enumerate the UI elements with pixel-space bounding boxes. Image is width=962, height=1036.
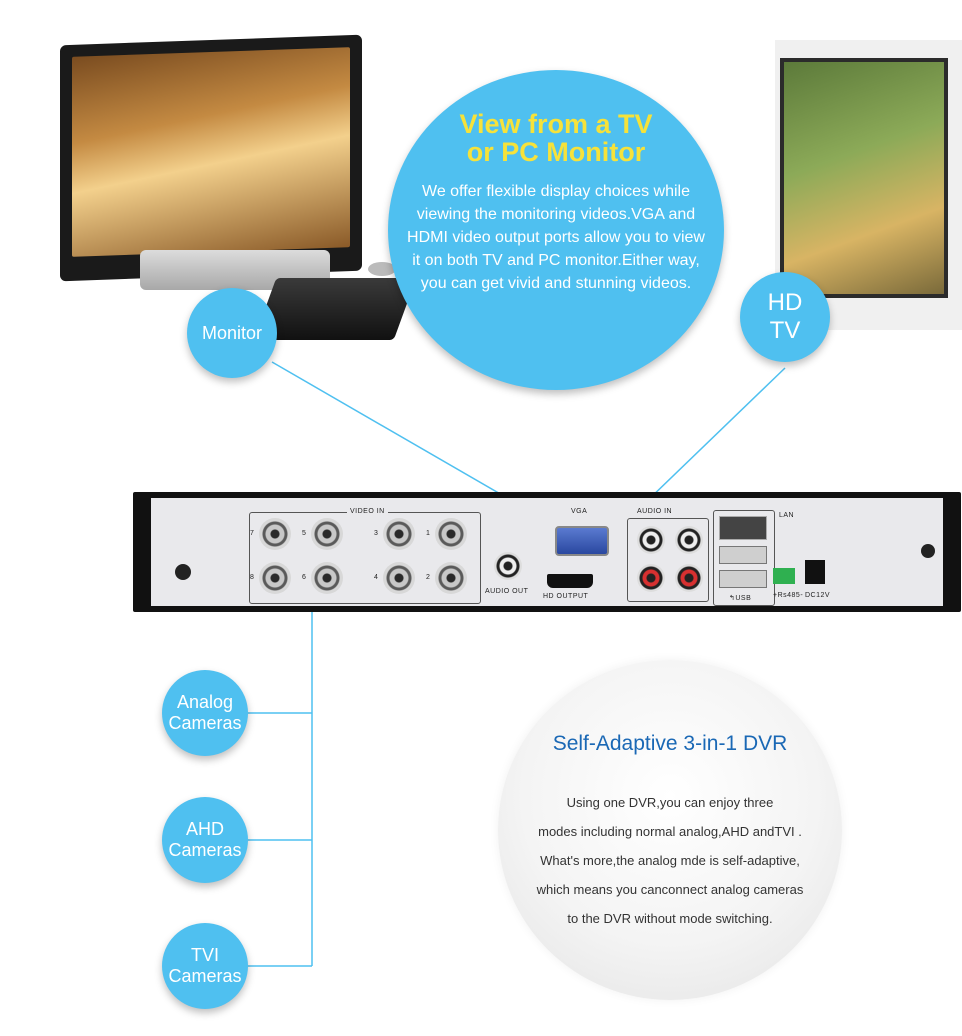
dc12v-label: DC12V [805, 592, 831, 599]
hero-title-line2: or PC Monitor [466, 137, 646, 167]
dvr-info-line: Using one DVR,you can enjoy three [566, 795, 774, 810]
video-in-label: VIDEO IN [347, 508, 388, 515]
audio-in-port-2[interactable] [675, 564, 703, 592]
video-in-port-6[interactable] [311, 562, 343, 594]
camera-word: Cameras [168, 713, 242, 733]
video-in-port-8[interactable] [259, 562, 291, 594]
audio-in-label: AUDIO IN [635, 508, 675, 515]
video-ch-label: 6 [302, 574, 307, 581]
camera-word: Cameras [168, 966, 242, 986]
dvr-info-line: which means you canconnect analog camera… [536, 882, 804, 897]
usb-port-1[interactable] [719, 546, 767, 564]
monitor-label-bubble: Monitor [187, 288, 277, 378]
video-ch-label: 2 [426, 574, 431, 581]
hdtv-label-line1: HD [767, 289, 803, 316]
hero-body: We offer flexible display choices while … [407, 183, 705, 292]
audio-in-block [627, 518, 709, 602]
video-ch-label: 5 [302, 530, 307, 537]
audio-out-label: AUDIO OUT [485, 588, 529, 595]
video-ch-label: 8 [250, 574, 255, 581]
video-ch-label: 1 [426, 530, 431, 537]
hd-tv-image [780, 58, 948, 298]
video-in-port-4[interactable] [383, 562, 415, 594]
lan-usb-block [713, 510, 775, 606]
vga-label: VGA [571, 508, 588, 515]
analog-cameras-bubble: Analog Cameras [162, 670, 248, 756]
video-in-port-3[interactable] [383, 518, 415, 550]
mouse-image [368, 262, 396, 276]
usb-label: ↰USB [729, 595, 752, 602]
monitor-label: Monitor [201, 322, 263, 343]
dvr-info-line: modes including normal analog,AHD andTVI… [538, 824, 802, 839]
hd-output-label: HD OUTPUT [543, 593, 589, 600]
usb-port-2[interactable] [719, 570, 767, 588]
camera-word: Cameras [168, 840, 242, 860]
vga-port[interactable] [555, 526, 609, 556]
dvr-rear-panel: VIDEO IN 7 5 3 1 8 6 4 2 AUDIO OUT VGA H… [133, 478, 961, 618]
camera-type: TVI [190, 945, 219, 965]
video-ch-label: 4 [374, 574, 379, 581]
tv-screen-content [784, 62, 944, 294]
dvr-info-body: Using one DVR,you can enjoy three modes … [514, 788, 826, 933]
dvr-info-line: to the DVR without mode switching. [567, 911, 773, 926]
dvr-info-line: What's more,the analog mde is self-adapt… [540, 853, 800, 868]
video-in-port-7[interactable] [259, 518, 291, 550]
hdtv-label-line2: TV [769, 317, 801, 344]
lan-port[interactable] [719, 516, 767, 540]
video-in-port-5[interactable] [311, 518, 343, 550]
rs485-label: +Rs485- [773, 592, 804, 599]
tvi-cameras-bubble: TVI Cameras [162, 923, 248, 1009]
audio-in-port-1[interactable] [675, 526, 703, 554]
camera-type: AHD [185, 819, 224, 839]
display-options-bubble: View from a TV or PC Monitor We offer fl… [388, 70, 724, 390]
hero-title: View from a TV or PC Monitor [459, 110, 652, 166]
video-ch-label: 3 [374, 530, 379, 537]
ground-screw-icon [175, 564, 191, 580]
dvr-info-title: Self-Adaptive 3-in-1 DVR [552, 732, 788, 755]
lan-label: LAN [779, 512, 795, 519]
video-ch-label: 7 [250, 530, 255, 537]
hero-title-line1: View from a TV [459, 109, 653, 139]
dc-power-jack[interactable] [805, 560, 825, 584]
ahd-cameras-bubble: AHD Cameras [162, 797, 248, 883]
audio-out-port[interactable] [494, 552, 522, 580]
audio-in-port-3[interactable] [637, 526, 665, 554]
camera-type: Analog [176, 692, 234, 712]
right-screw-icon [921, 544, 935, 558]
dvr-info-circle: Self-Adaptive 3-in-1 DVR Using one DVR,y… [498, 660, 842, 1000]
audio-in-port-4[interactable] [637, 564, 665, 592]
hdmi-port[interactable] [547, 574, 593, 588]
rs485-terminal[interactable] [773, 568, 795, 584]
video-in-port-1[interactable] [435, 518, 467, 550]
video-in-port-2[interactable] [435, 562, 467, 594]
hdtv-label-bubble: HD TV [740, 272, 830, 362]
dvr-panel-face: VIDEO IN 7 5 3 1 8 6 4 2 AUDIO OUT VGA H… [151, 498, 943, 606]
